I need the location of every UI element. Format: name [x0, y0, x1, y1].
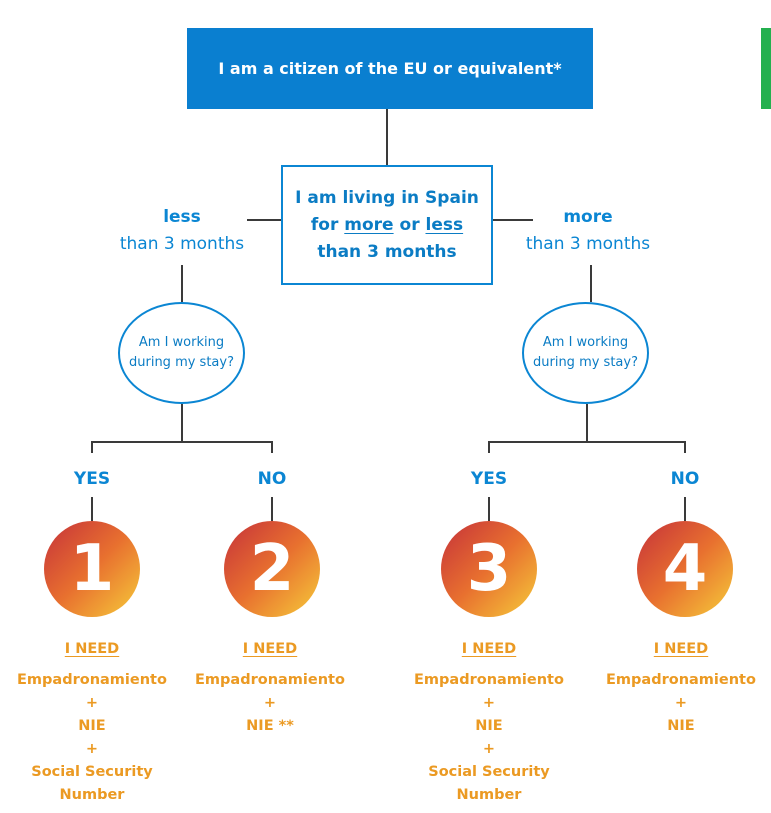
citizen-box: I am a citizen of the EU or equivalent*	[187, 28, 593, 109]
answer-no-4: NO	[670, 469, 700, 489]
branch-left-no-drop	[271, 441, 273, 453]
branch-left-yes-drop	[91, 441, 93, 453]
answer-yes-1: YES	[73, 469, 111, 489]
case-number-2: 2	[224, 521, 320, 617]
less-underlined: less	[425, 214, 464, 235]
requirements-3: I NEED Empadronamiento + NIE + Social Se…	[399, 638, 579, 807]
requirements-heading: I NEED	[653, 641, 709, 657]
branch-left-stem	[181, 404, 183, 442]
case-number-3: 3	[441, 521, 537, 617]
citizen-title: I am a citizen of the EU or equivalent*	[218, 59, 562, 78]
case-number-1: 1	[44, 521, 140, 617]
connector-left-down	[181, 265, 183, 302]
mid-line-2: for more or less	[310, 214, 464, 235]
answer-no-2: NO	[257, 469, 287, 489]
more-than-3-months: more than 3 months	[525, 207, 651, 254]
requirements-1: I NEED Empadronamiento + NIE + Social Se…	[2, 638, 182, 807]
case-number-4: 4	[637, 521, 733, 617]
branch-right-stem	[586, 404, 588, 442]
requirements-heading: I NEED	[461, 641, 517, 657]
branch-right-no-drop	[684, 441, 686, 453]
living-in-spain-box: I am living in Spain for more or less th…	[281, 165, 493, 285]
more-underlined: more	[344, 214, 394, 235]
connector-right-down	[590, 265, 592, 302]
drop-4	[684, 497, 686, 521]
branch-right-bar	[488, 441, 686, 443]
requirements-heading: I NEED	[242, 641, 298, 657]
connector-mid-right	[493, 219, 533, 221]
connector-mid-left	[247, 219, 281, 221]
less-than-3-months: less than 3 months	[119, 207, 245, 254]
working-question-left: Am I working during my stay?	[118, 302, 245, 404]
drop-3	[488, 497, 490, 521]
requirements-4: I NEED Empadronamiento + NIE	[591, 638, 771, 738]
mid-line-1: I am living in Spain	[295, 187, 479, 208]
requirements-heading: I NEED	[64, 641, 120, 657]
green-panel-edge	[761, 28, 771, 109]
drop-1	[91, 497, 93, 521]
requirements-2: I NEED Empadronamiento + NIE **	[180, 638, 360, 738]
working-question-right: Am I working during my stay?	[522, 302, 649, 404]
mid-line-3: than 3 months	[317, 241, 457, 262]
connector-top	[386, 109, 388, 165]
drop-2	[271, 497, 273, 521]
branch-right-yes-drop	[488, 441, 490, 453]
branch-left-bar	[91, 441, 273, 443]
answer-yes-3: YES	[470, 469, 508, 489]
